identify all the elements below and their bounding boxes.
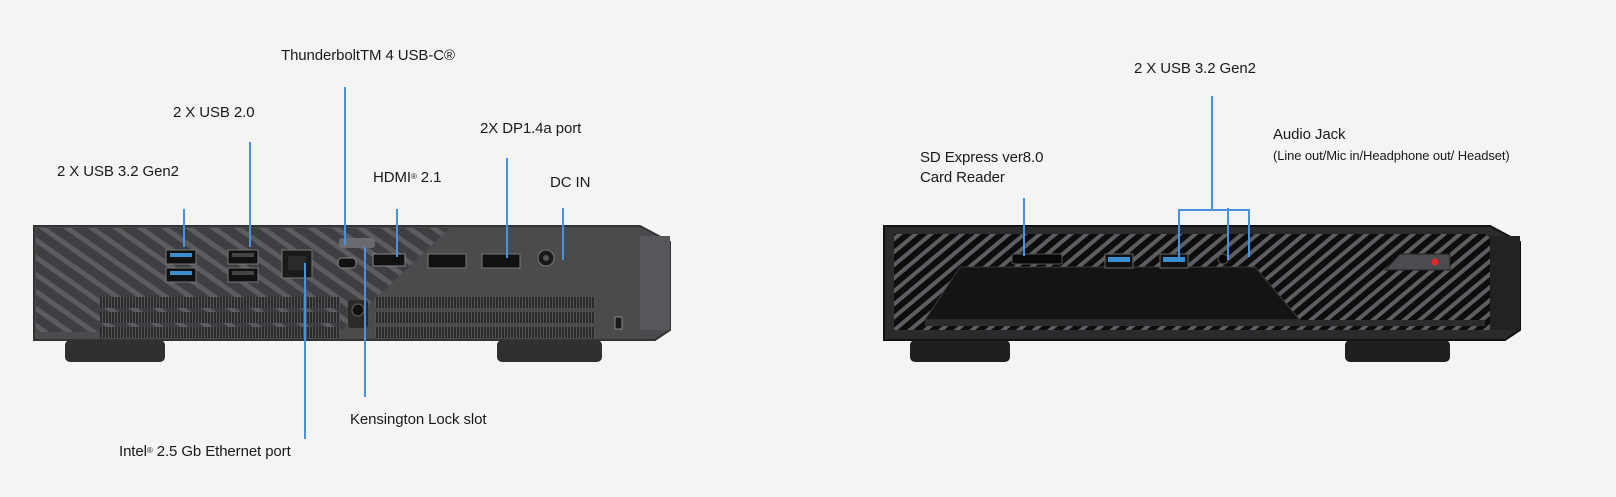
dp-port-2 xyxy=(481,253,521,269)
usb20-ports xyxy=(227,249,259,283)
usb32-ports-front xyxy=(1104,253,1189,269)
label-hdmi-main: HDMI xyxy=(373,169,411,186)
callout-line-usb20 xyxy=(249,142,251,247)
thunderbolt-port xyxy=(337,257,357,269)
callout-line-usb32-front-right xyxy=(1248,209,1250,257)
usb32-ports-rear xyxy=(165,249,197,283)
callout-line-kensington xyxy=(364,247,366,397)
callout-line-dcin xyxy=(562,208,564,260)
label-dcin: DC IN xyxy=(550,174,591,191)
callout-line-usb32-front-left xyxy=(1178,209,1180,257)
label-usb20: 2 X USB 2.0 xyxy=(173,104,255,121)
hdmi-port xyxy=(372,253,406,267)
callout-line-ethernet xyxy=(304,263,306,439)
callout-line-thunderbolt xyxy=(344,87,346,245)
label-hdmi-ver: 2.1 xyxy=(416,169,442,186)
label-sd-line2: Card Reader xyxy=(920,169,1005,186)
label-audio-line1: Audio Jack xyxy=(1273,126,1346,143)
label-usb32-front: 2 X USB 3.2 Gen2 xyxy=(1134,60,1256,77)
vent-grille xyxy=(100,297,595,338)
label-ethernet-main: Intel xyxy=(119,443,147,460)
label-thunderbolt: ThunderboltTM 4 USB-C® xyxy=(281,47,455,64)
label-ethernet: Intel® 2.5 Gb Ethernet port xyxy=(119,442,291,461)
sd-card-slot xyxy=(1011,253,1063,265)
power-button xyxy=(1383,253,1451,271)
label-sd-line1: SD Express ver8.0 xyxy=(920,149,1044,166)
label-usb32-rear: 2 X USB 3.2 Gen2 xyxy=(57,163,179,180)
callout-line-dp xyxy=(506,158,508,258)
rear-view-device xyxy=(33,225,671,362)
callout-line-usb32-front-bar xyxy=(1178,209,1250,211)
callout-line-hdmi xyxy=(396,209,398,257)
label-hdmi: HDMI® 2.1 xyxy=(373,168,441,187)
label-audio-line2: (Line out/Mic in/Headphone out/ Headset) xyxy=(1273,148,1510,163)
dp-port-1 xyxy=(427,253,467,269)
label-hdmi-sup: ® xyxy=(410,172,417,181)
callout-line-usb32-front-stem xyxy=(1211,96,1213,210)
label-ethernet-rest: 2.5 Gb Ethernet port xyxy=(152,443,291,460)
callout-line-audio xyxy=(1227,208,1229,260)
label-ethernet-sup: ® xyxy=(146,446,153,455)
callout-line-usb32-rear xyxy=(183,209,185,247)
ethernet-port xyxy=(281,249,313,279)
front-view-device xyxy=(883,225,1521,362)
callout-line-sd xyxy=(1023,198,1025,256)
label-dp: 2X DP1.4a port xyxy=(480,120,582,137)
label-kensington: Kensington Lock slot xyxy=(350,411,487,428)
